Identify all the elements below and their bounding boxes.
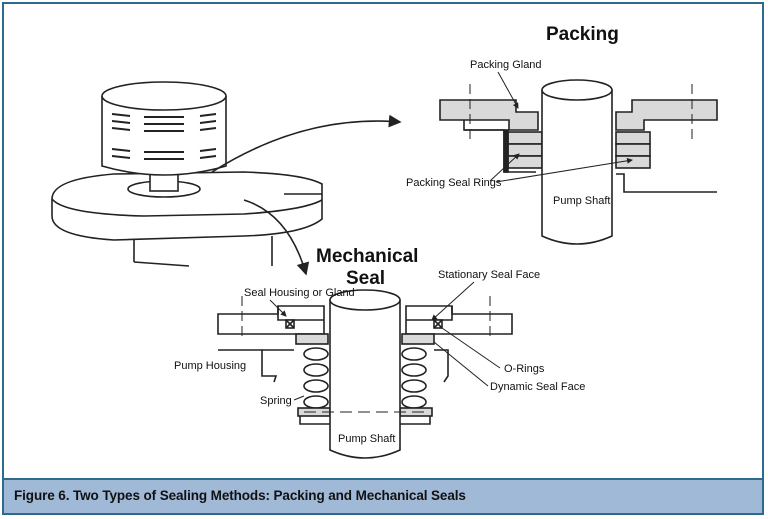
arrow-to-mechanical xyxy=(243,199,310,276)
stationary-seal-face-leader xyxy=(431,281,475,321)
pump-shaft-bottom-label: Pump Shaft xyxy=(338,433,395,445)
seal-housing-label: Seal Housing or Gland xyxy=(244,287,355,299)
dynamic-seal-face-label: Dynamic Seal Face xyxy=(490,381,585,393)
mechanical-title-line1: Mechanical xyxy=(316,246,418,267)
stationary-seal-face-label: Stationary Seal Face xyxy=(438,269,540,281)
spring-label: Spring xyxy=(260,395,292,407)
packing-rings-leader-right xyxy=(495,157,633,183)
pump-shaft-top-label: Pump Shaft xyxy=(553,195,610,207)
diagram-area: Packing xyxy=(4,4,762,478)
sealing-diagram: Packing xyxy=(51,24,718,459)
caption-bar: Figure 6. Two Types of Sealing Methods: … xyxy=(4,478,762,513)
packing-gland-leader xyxy=(497,71,519,109)
packing-seal-rings-label: Packing Seal Rings xyxy=(406,177,502,189)
pump-housing-label: Pump Housing xyxy=(174,360,246,372)
packing-assembly xyxy=(439,79,718,245)
mechanical-title-line2: Seal xyxy=(346,268,385,289)
dynamic-seal-face-leader xyxy=(433,341,489,387)
pump-illustration xyxy=(51,81,323,267)
mechanical-seal-assembly xyxy=(217,289,513,459)
packing-gland-label: Packing Gland xyxy=(470,59,542,71)
packing-rings-leader-left xyxy=(489,153,520,182)
spring-leader xyxy=(293,395,305,401)
arrow-to-packing xyxy=(211,114,402,173)
o-rings-label: O-Rings xyxy=(504,363,545,375)
packing-title: Packing xyxy=(546,24,619,45)
o-rings-leader xyxy=(441,327,501,369)
seal-housing-leader xyxy=(269,299,287,317)
figure-caption: Figure 6. Two Types of Sealing Methods: … xyxy=(14,488,466,503)
